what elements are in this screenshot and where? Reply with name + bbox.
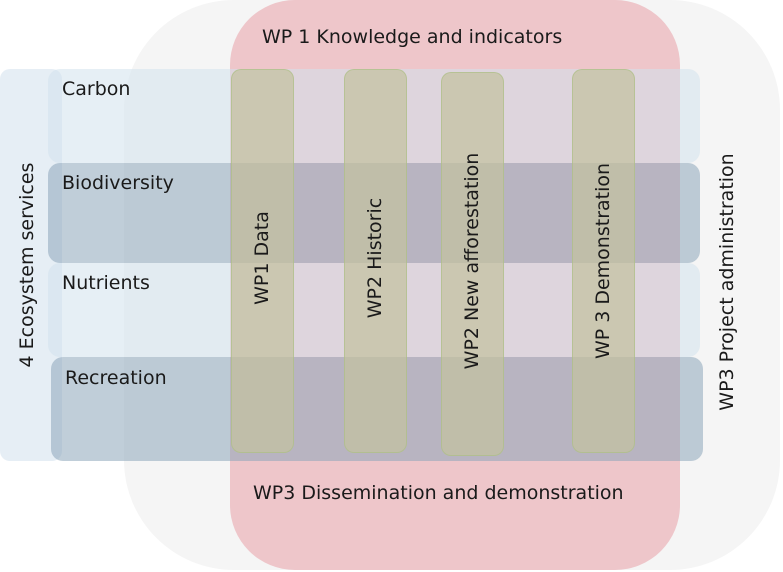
label-project-administration: WP3 Project administration xyxy=(716,153,738,411)
row-label-carbon: Carbon xyxy=(62,78,131,100)
column-wp2-historic xyxy=(344,69,407,453)
row-label-biodiversity: Biodiversity xyxy=(62,172,174,194)
column-label-wp3-demonstration: WP 3 Demonstration xyxy=(592,162,614,360)
column-label-wp1-data: WP1 Data xyxy=(251,211,273,305)
row-label-nutrients: Nutrients xyxy=(62,272,150,294)
column-label-wp2-new-afforestation: WP2 New afforestation xyxy=(461,152,483,370)
column-label-wp2-historic: WP2 Historic xyxy=(364,197,386,319)
column-wp1-data xyxy=(231,69,294,453)
row-label-recreation: Recreation xyxy=(65,367,167,389)
column-wp3-demonstration xyxy=(572,69,635,453)
title-wp3-dissemination: WP3 Dissemination and demonstration xyxy=(253,482,624,504)
title-wp1: WP 1 Knowledge and indicators xyxy=(262,26,563,48)
column-wp2-new-afforestation xyxy=(441,72,504,456)
label-ecosystem-services: 4 Ecosystem services xyxy=(16,162,38,368)
